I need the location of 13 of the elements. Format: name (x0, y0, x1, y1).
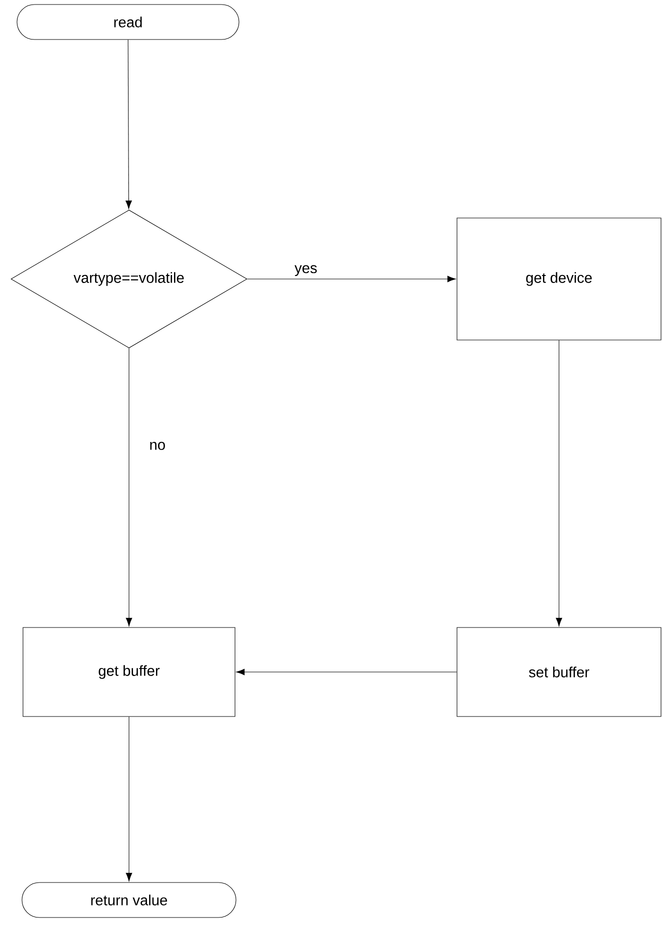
arrow (126, 716, 132, 882)
terminal-box: read (16, 4, 240, 40)
edge-label: yes (293, 264, 319, 278)
process-box: get device (456, 218, 662, 340)
arrow (126, 40, 132, 210)
arrow (236, 668, 457, 676)
terminal-box: return value (22, 882, 236, 918)
edge-label: no (148, 440, 167, 452)
process-box: get buffer (22, 627, 236, 717)
process-box: set buffer (456, 627, 662, 717)
arrow (126, 348, 132, 626)
arrow (247, 276, 456, 282)
arrow (556, 340, 562, 626)
